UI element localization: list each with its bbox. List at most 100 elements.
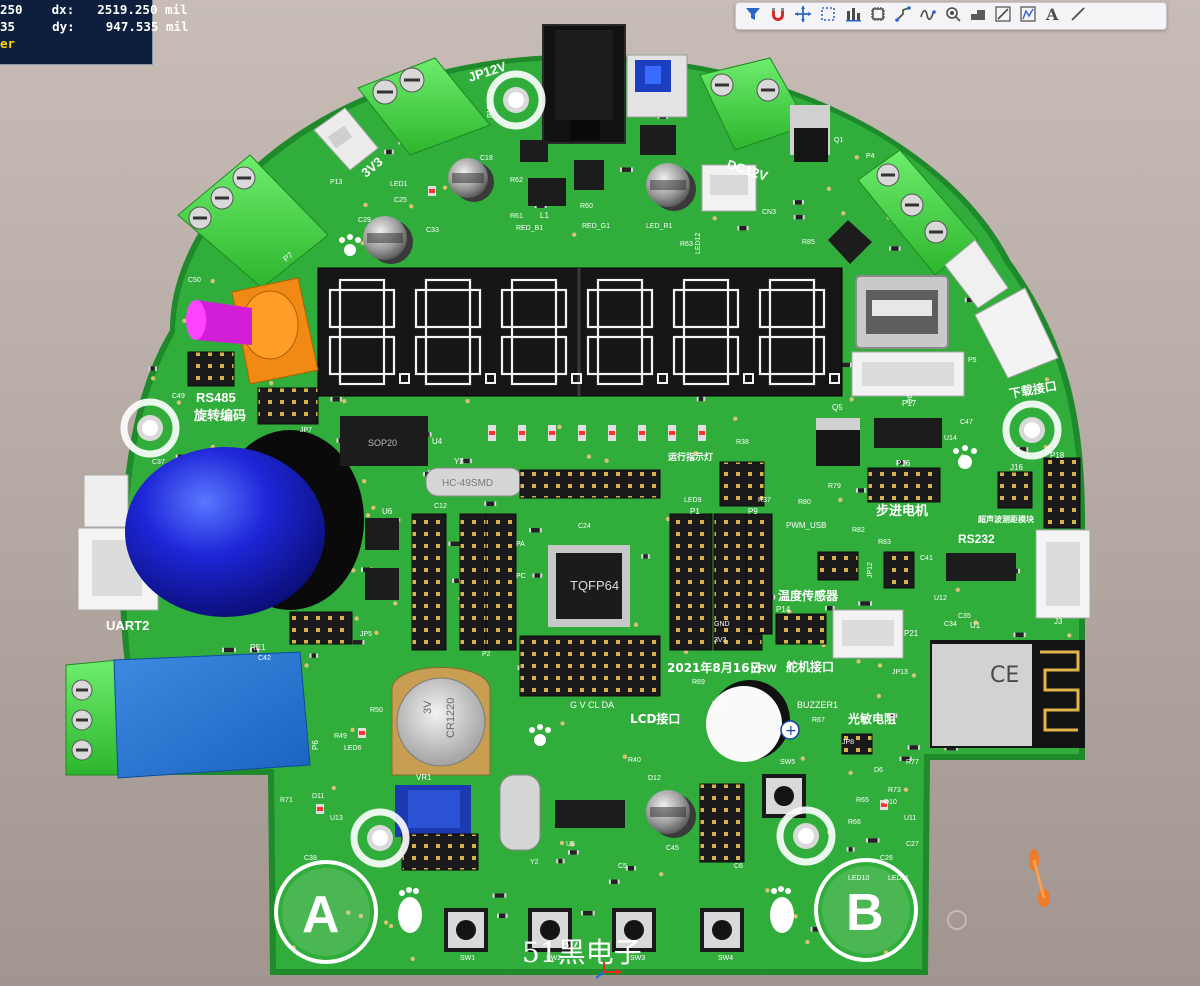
mounting-hole: [1002, 400, 1062, 460]
place-pad-icon: [944, 5, 962, 28]
svg-text:P1: P1: [690, 507, 700, 516]
svg-text:R63: R63: [680, 241, 693, 248]
display-digits: [328, 278, 840, 386]
cursor-marker: [947, 849, 1050, 930]
svg-text:RE1: RE1: [250, 643, 266, 652]
svg-text:C5: C5: [618, 863, 627, 870]
svg-text:JP13: JP13: [892, 669, 908, 676]
move-button[interactable]: [791, 4, 815, 28]
svg-text:P14: P14: [776, 605, 791, 614]
svg-text:U4: U4: [432, 437, 443, 446]
svg-text:C45: C45: [666, 845, 679, 852]
route-track-icon: [894, 5, 912, 28]
select-button[interactable]: [816, 4, 840, 28]
diagonal-line-button[interactable]: [1066, 4, 1090, 28]
svg-text:CN3: CN3: [762, 209, 776, 216]
tactile-switch[interactable]: [528, 908, 572, 952]
pin-header: [745, 513, 773, 635]
tactile-switch[interactable]: [762, 774, 806, 818]
svg-text:C27: C27: [906, 841, 919, 848]
svg-text:SW3: SW3: [630, 955, 645, 962]
component-button[interactable]: [866, 4, 890, 28]
tactile-switch[interactable]: [444, 908, 488, 952]
svg-text:RED_G1: RED_G1: [582, 223, 610, 230]
line-button[interactable]: [991, 4, 1015, 28]
capacitor: [363, 216, 413, 264]
svg-text:R67: R67: [812, 717, 825, 724]
svg-text:R50: R50: [370, 707, 383, 714]
tactile-switch[interactable]: [700, 908, 744, 952]
screw-terminal-right[interactable]: [857, 149, 979, 276]
screw-terminal-3v3[interactable]: [177, 154, 329, 289]
electrolytic-capacitors: [363, 158, 696, 838]
display-digit: [414, 278, 496, 386]
svg-text:R71: R71: [280, 797, 293, 804]
pin-header: [841, 733, 873, 755]
svg-text:R82: R82: [852, 527, 865, 534]
string-button[interactable]: A: [1041, 4, 1065, 28]
jst-connector-top[interactable]: [701, 164, 757, 212]
jst-connector-servo[interactable]: [832, 609, 904, 659]
jst-connector-p17[interactable]: [851, 351, 965, 397]
svg-text:光敏电阻: 光敏电阻: [847, 711, 896, 726]
mounting-holes: [120, 70, 1062, 868]
jst-connector-right-1[interactable]: [944, 239, 1009, 309]
jst-connector-download[interactable]: [974, 287, 1059, 379]
screw-terminal-jp12v[interactable]: [357, 57, 491, 156]
power-switch[interactable]: [626, 54, 688, 118]
svg-text:P16: P16: [896, 459, 911, 468]
mounting-hole: [776, 806, 836, 866]
buzzer: +: [706, 680, 800, 762]
svg-text:R61: R61: [510, 213, 523, 220]
svg-text:C12: C12: [434, 503, 447, 510]
filter-button[interactable]: [741, 4, 765, 28]
align-button[interactable]: [841, 4, 865, 28]
relay-module[interactable]: [65, 651, 311, 779]
button-a-label: A: [302, 886, 340, 944]
svg-text:R69: R69: [692, 679, 705, 686]
pin-header: [775, 613, 827, 645]
svg-text:JP12: JP12: [867, 562, 874, 578]
svg-text:C37: C37: [152, 459, 165, 466]
rotary-encoder[interactable]: [186, 277, 319, 385]
svg-text:R79: R79: [828, 483, 841, 490]
svg-text:R65: R65: [856, 797, 869, 804]
dc-power-jack[interactable]: [542, 24, 626, 144]
pad-button[interactable]: [941, 4, 965, 28]
svg-text:U1: U1: [970, 621, 981, 630]
seven-segment-display: 8.8.8.8.8.8.: [317, 267, 843, 397]
pin-header: [401, 833, 479, 871]
svg-text:PWM_USB: PWM_USB: [786, 521, 826, 530]
svg-text:J16: J16: [1010, 463, 1023, 472]
dy-label: dy:: [52, 19, 75, 34]
svg-text:R62: R62: [510, 177, 523, 184]
display-digit: [500, 278, 582, 386]
svg-text:LED_R1: LED_R1: [646, 223, 673, 230]
paw-icons: [339, 234, 977, 746]
svg-text:CR1220: CR1220: [445, 698, 457, 738]
big-joystick-button[interactable]: [125, 430, 364, 617]
tactile-switch[interactable]: [612, 908, 656, 952]
route-button[interactable]: [891, 4, 915, 28]
magnet-button[interactable]: [766, 4, 790, 28]
svg-text:R83: R83: [878, 539, 891, 546]
interactive-route-button[interactable]: [916, 4, 940, 28]
svg-text:JP7: JP7: [300, 427, 312, 434]
dimension-button[interactable]: [1016, 4, 1040, 28]
dy-value: 947.535 mil: [105, 19, 189, 34]
svg-text:C38: C38: [304, 855, 317, 862]
screw-terminal-dc12v[interactable]: [699, 57, 809, 151]
wifi-module: CE: [930, 640, 1085, 748]
usb-a-connector[interactable]: [855, 275, 949, 349]
jst-connector-rs232[interactable]: [1035, 529, 1091, 619]
svg-text:Y2: Y2: [530, 859, 539, 866]
interactive-route-icon: [919, 5, 937, 28]
ic-tqfp64: [548, 545, 630, 627]
pin-header: [519, 635, 661, 697]
jst-connector-top-left[interactable]: [313, 107, 379, 171]
polygon-button[interactable]: [966, 4, 990, 28]
svg-text:C41: C41: [920, 555, 933, 562]
svg-text:P4: P4: [866, 153, 875, 160]
pin-header: [411, 513, 447, 651]
